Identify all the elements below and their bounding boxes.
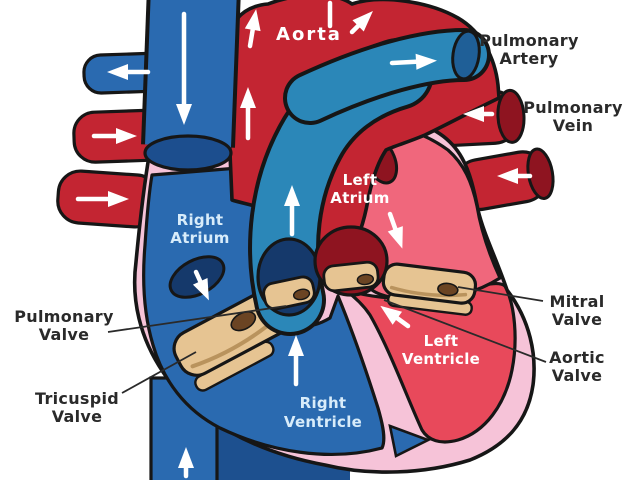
right-ventricle-tip — [388, 423, 432, 458]
label-aorta: Aorta — [276, 24, 342, 45]
flow-arrow-aorta-top-left-icon — [244, 9, 261, 49]
label-pulmonary-vein-1: Pulmonary — [523, 98, 623, 117]
superior-vena-cava — [141, 0, 241, 172]
pulmonary-valve — [256, 237, 322, 317]
label-pulmonary-vein-2: Vein — [553, 116, 593, 135]
label-mitral-valve-1: Mitral — [549, 292, 604, 311]
label-pulmonary-valve-2: Valve — [39, 325, 90, 344]
label-mitral-valve-2: Valve — [552, 310, 603, 329]
label-pulmonary-artery-2: Artery — [500, 49, 559, 68]
label-right-atrium-2: Atrium — [170, 229, 229, 247]
leader-line-pulmonary-valve — [107, 305, 287, 333]
label-aortic-valve-1: Aortic — [549, 348, 605, 367]
leader-line-tricuspid-valve — [121, 351, 197, 394]
leader-line-mitral-valve — [457, 286, 544, 302]
left-pulmonary-vein-lower — [453, 147, 555, 212]
label-tricuspid-valve-2: Valve — [52, 407, 103, 426]
label-pulmonary-valve-1: Pulmonary — [14, 307, 114, 326]
labels: Aorta Pulmonary Artery Pulmonary Vein Ri… — [14, 24, 623, 431]
label-left-atrium-1: Left — [343, 171, 378, 189]
flow-arrow-aorta-top-right-icon — [349, 11, 373, 35]
flow-arrow-right-atrium-icon — [192, 269, 209, 301]
label-tricuspid-valve-1: Tricuspid — [35, 389, 119, 408]
aortic-valve — [313, 225, 389, 297]
blood-flow-arrows — [75, 0, 533, 479]
label-right-ventricle-1: Right — [300, 394, 347, 412]
leader-lines — [107, 286, 547, 394]
flow-arrow-left-ventricle-icon — [380, 305, 411, 329]
flow-arrow-left-atrium-icon — [387, 211, 403, 249]
label-pulmonary-artery-1: Pulmonary — [479, 31, 579, 50]
label-left-ventricle-1: Left — [424, 332, 459, 350]
label-right-atrium-1: Right — [177, 211, 224, 229]
label-left-atrium-2: Atrium — [330, 189, 389, 207]
label-aortic-valve-2: Valve — [552, 366, 603, 385]
label-right-ventricle-2: Ventricle — [284, 413, 362, 431]
flow-arrow-pulmonary-artery-right-icon — [389, 53, 437, 70]
label-left-ventricle-2: Ventricle — [402, 350, 480, 368]
leader-line-aortic-valve — [383, 299, 547, 363]
